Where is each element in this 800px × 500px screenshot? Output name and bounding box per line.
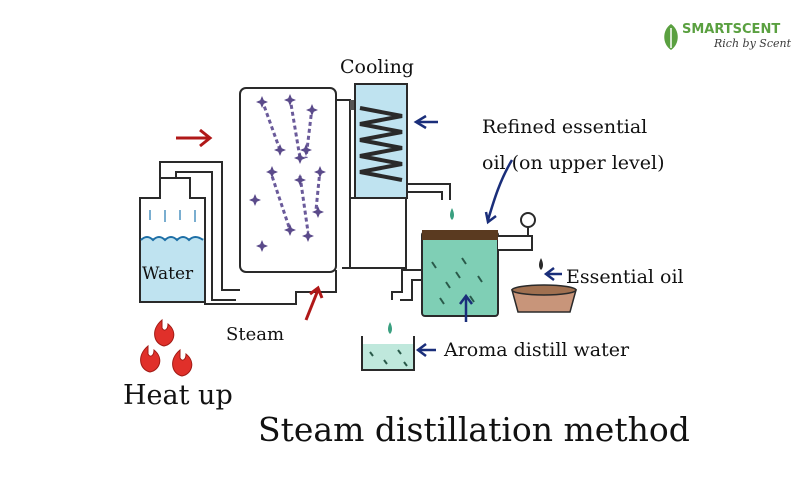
blue-arrows <box>413 114 562 357</box>
diagram-title: Steam distillation method <box>258 410 690 449</box>
label-refined-line1: Refined essential <box>482 116 648 138</box>
brand-tagline: Rich by Scent <box>714 37 792 50</box>
label-steam: Steam <box>226 324 285 345</box>
label-essential-oil: Essential oil <box>566 266 684 288</box>
label-cooling: Cooling <box>340 56 414 78</box>
aroma-beaker <box>361 322 415 371</box>
label-heat-up: Heat up <box>123 380 233 411</box>
red-arrows <box>176 128 324 321</box>
herb-chamber <box>239 87 337 273</box>
oil-bowl <box>511 284 577 313</box>
separator-tank <box>391 212 543 317</box>
condenser <box>349 83 451 269</box>
brand-name: SMARTSCENT <box>682 22 781 37</box>
label-refined-line2: oil (on upper level) <box>482 152 665 174</box>
brand-logo: SMARTSCENT Rich by Scent <box>662 22 792 56</box>
steam-pipe <box>159 161 337 305</box>
water-boiler <box>139 177 206 303</box>
condensate-drop <box>450 208 454 220</box>
label-aroma-distill-water: Aroma distill water <box>444 339 630 361</box>
leaf-icon <box>664 24 678 50</box>
flames <box>140 318 193 377</box>
label-water: Water <box>142 264 194 284</box>
vapor-pipe <box>336 99 351 269</box>
